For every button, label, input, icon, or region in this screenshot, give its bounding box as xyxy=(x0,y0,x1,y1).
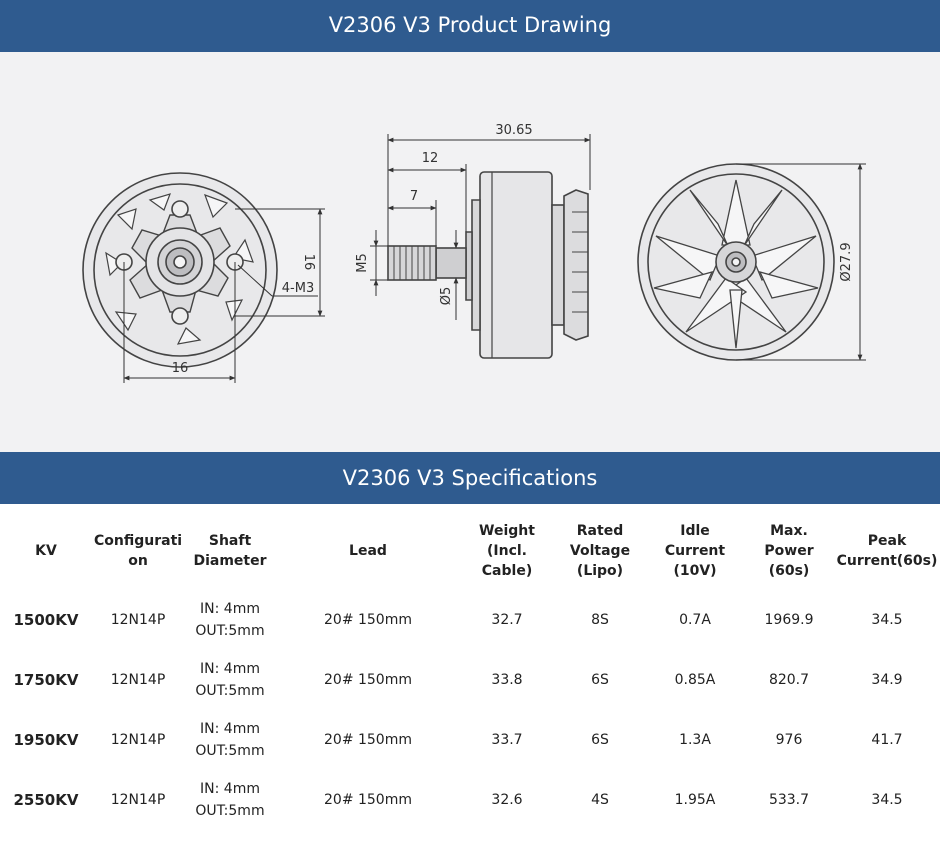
cell-weight: 32.7 xyxy=(491,612,523,628)
header-peak-current: Peak Current(60s) xyxy=(836,533,938,569)
table-row: 1950KV 12N14P IN: 4mm OUT:5mm 20# 150mm … xyxy=(0,710,940,770)
cell-peak-current: 34.9 xyxy=(871,672,903,688)
cell-rated-voltage: 6S xyxy=(591,672,609,688)
shaft-length-dim: 12 xyxy=(422,151,439,166)
cell-kv: 1950KV xyxy=(13,731,79,749)
specs-table: KV Configurati on Shaft Diameter Lead We… xyxy=(0,512,940,830)
header-rated-voltage: Rated Voltage (Lipo) xyxy=(569,523,631,579)
cell-kv: 1500KV xyxy=(13,611,79,629)
shaft-diameter-dim: Ø5 xyxy=(439,287,454,306)
cell-rated-voltage: 4S xyxy=(591,792,609,808)
cell-configuration: 12N14P xyxy=(110,612,166,628)
cell-lead: 20# 150mm xyxy=(324,792,412,808)
cell-configuration: 12N14P xyxy=(110,732,166,748)
rear-diameter-dim: Ø27.9 xyxy=(839,242,854,281)
drawing-svg: 16 16 4-M3 xyxy=(82,123,866,383)
cell-idle-current: 0.7A xyxy=(679,612,711,628)
cell-shaft-diameter: IN: 4mm OUT:5mm xyxy=(195,721,265,759)
header-lead: Lead xyxy=(349,543,387,559)
specs-section-title: V2306 V3 Specifications xyxy=(0,452,940,504)
cell-max-power: 820.7 xyxy=(768,672,810,688)
cell-weight: 32.6 xyxy=(491,792,523,808)
cell-shaft-diameter: IN: 4mm OUT:5mm xyxy=(195,601,265,639)
cell-rated-voltage: 6S xyxy=(591,732,609,748)
drawing-section-title: V2306 V3 Product Drawing xyxy=(0,0,940,52)
cell-configuration: 12N14P xyxy=(110,792,166,808)
rear-view-dimensions xyxy=(736,163,866,361)
header-kv: KV xyxy=(35,543,57,559)
cell-idle-current: 0.85A xyxy=(674,672,716,688)
table-row: 2550KV 12N14P IN: 4mm OUT:5mm 20# 150mm … xyxy=(0,770,940,830)
cell-lead: 20# 150mm xyxy=(324,672,412,688)
thread-size-dim: M5 xyxy=(355,253,370,273)
front-width-dim: 16 xyxy=(172,361,189,376)
cell-lead: 20# 150mm xyxy=(324,732,412,748)
specs-header-row: KV Configurati on Shaft Diameter Lead We… xyxy=(0,512,940,590)
cell-shaft-diameter: IN: 4mm OUT:5mm xyxy=(195,661,265,699)
product-drawing: 16 16 4-M3 xyxy=(0,52,940,452)
cell-idle-current: 1.95A xyxy=(674,792,716,808)
cell-lead: 20# 150mm xyxy=(324,612,412,628)
thread-label: 4-M3 xyxy=(282,281,314,296)
thread-length-dim: 7 xyxy=(410,189,418,204)
front-view-dimensions xyxy=(123,208,325,383)
cell-max-power: 1969.9 xyxy=(764,612,814,628)
table-row: 1750KV 12N14P IN: 4mm OUT:5mm 20# 150mm … xyxy=(0,650,940,710)
side-view-dimensions xyxy=(370,134,591,320)
cell-rated-voltage: 8S xyxy=(591,612,609,628)
cell-peak-current: 41.7 xyxy=(871,732,903,748)
cell-peak-current: 34.5 xyxy=(871,792,903,808)
front-height-dim: 16 xyxy=(301,254,316,271)
header-configuration: Configurati on xyxy=(94,533,183,569)
cell-kv: 1750KV xyxy=(13,671,79,689)
cell-kv: 2550KV xyxy=(13,791,79,809)
header-weight: Weight (Incl. Cable) xyxy=(479,523,535,579)
cell-shaft-diameter: IN: 4mm OUT:5mm xyxy=(195,781,265,819)
cell-peak-current: 34.5 xyxy=(871,612,903,628)
overall-length-dim: 30.65 xyxy=(495,123,532,138)
cell-weight: 33.8 xyxy=(491,672,523,688)
cell-configuration: 12N14P xyxy=(110,672,166,688)
header-max-power: Max. Power (60s) xyxy=(764,523,814,579)
header-shaft-diameter: Shaft Diameter xyxy=(193,533,267,569)
cell-max-power: 976 xyxy=(775,732,803,748)
table-row: 1500KV 12N14P IN: 4mm OUT:5mm 20# 150mm … xyxy=(0,590,940,650)
cell-idle-current: 1.3A xyxy=(679,732,711,748)
side-view xyxy=(387,171,589,359)
cell-weight: 33.7 xyxy=(491,732,523,748)
header-idle-current: Idle Current (10V) xyxy=(664,523,726,579)
front-view xyxy=(82,172,278,368)
cell-max-power: 533.7 xyxy=(768,792,810,808)
rear-view xyxy=(637,163,835,361)
